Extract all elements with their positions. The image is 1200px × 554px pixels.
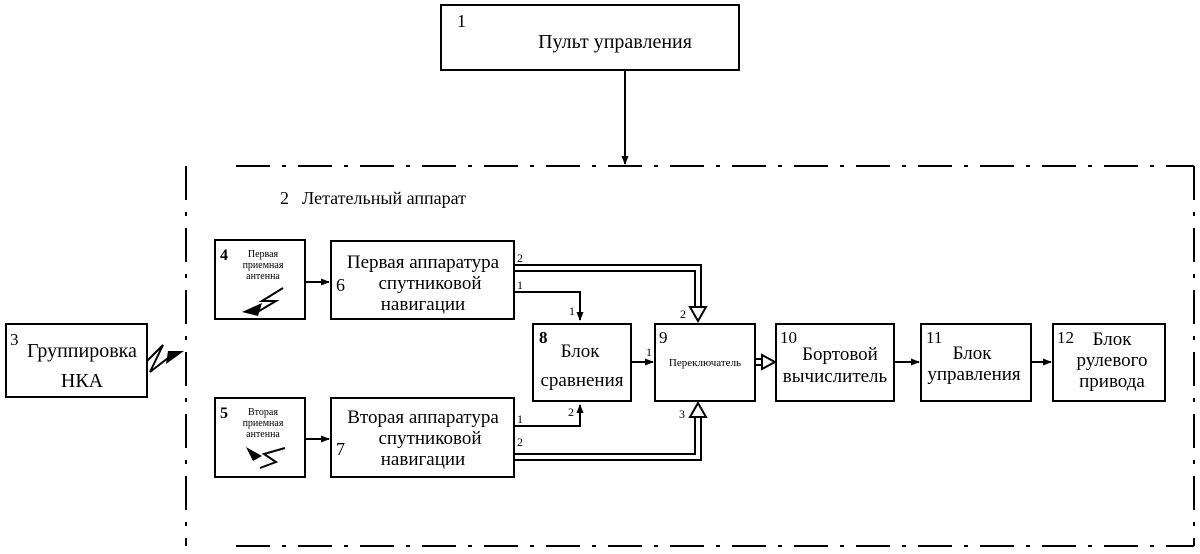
block-7-number: 7	[336, 439, 345, 459]
double-arrow-7-to-9	[514, 400, 708, 461]
block-9-switch: 9 Переключатель	[654, 323, 756, 402]
block-11-number: 11	[926, 328, 942, 347]
block-7-line-3: навигации	[381, 449, 465, 470]
block-5-line-1: Вторая	[248, 407, 278, 418]
antenna-1-arrow-icon	[242, 303, 262, 316]
radio-signal-arrow-icon	[166, 351, 184, 364]
block-5-line-2: приемная	[243, 418, 284, 429]
block-4-first-antenna: 4 Первая приемная антенна	[214, 239, 306, 320]
block-11-line-2: управления	[927, 364, 1021, 385]
block-6-first-navigation-equipment: Первая аппаратура спутниковой навигации …	[330, 240, 515, 320]
arrow-7-to-8	[514, 404, 584, 427]
block-6-line-2: спутниковой	[378, 273, 481, 294]
block-10-number: 10	[780, 328, 797, 347]
block-12-line-1: Блок	[1093, 329, 1133, 350]
radio-zigzag-icon	[146, 344, 169, 373]
block-5-line-3: антенна	[246, 429, 280, 440]
block-2-number: 2	[280, 188, 289, 208]
block-4-line-1: Первая	[248, 249, 279, 260]
double-arrow-6-to-9	[514, 264, 708, 324]
block-8-number: 8	[539, 328, 548, 347]
block-4-line-2: приемная	[243, 260, 284, 271]
block-10-line-2: вычислитель	[783, 366, 888, 387]
block-2-label: Летательный аппарат	[302, 188, 466, 208]
block-12-line-2: рулевого	[1077, 350, 1148, 371]
antenna-1-icon	[253, 287, 284, 315]
block-1-control-panel: 1 Пульт управления	[440, 4, 740, 71]
block-9-label: Переключатель	[669, 357, 741, 369]
block-4-number: 4	[220, 247, 228, 264]
block-3-line-1: Группировка	[27, 340, 137, 362]
port-6-out-1: 1	[517, 278, 523, 292]
block-5-number: 5	[220, 405, 228, 422]
block-7-second-navigation-equipment: Вторая аппаратура спутниковой навигации …	[330, 397, 515, 478]
port-9-in-3: 3	[679, 407, 685, 421]
port-6-out-2: 2	[517, 251, 523, 265]
port-9-in-2: 2	[680, 307, 686, 321]
port-7-out-1: 1	[517, 412, 523, 426]
block-10-onboard-computer: 10 Бортовой вычислитель	[775, 323, 895, 402]
block-7-line-2: спутниковой	[378, 428, 481, 449]
block-6-line-1: Первая аппаратура	[347, 252, 500, 273]
block-12-steering-drive-unit: 12 Блок рулевого привода	[1052, 323, 1166, 402]
block-7-line-1: Вторая аппаратура	[347, 407, 499, 428]
antenna-2-icon	[259, 447, 286, 469]
port-8-in-1: 1	[569, 304, 575, 318]
block-1-label: Пульт управления	[538, 31, 692, 53]
block-6-number: 6	[336, 275, 345, 295]
block-4-line-3: антенна	[246, 271, 280, 282]
block-2-aircraft-boundary	[185, 165, 1195, 547]
block-3-number: 3	[10, 330, 19, 349]
block-8-line-1: Блок	[561, 341, 601, 362]
block-3-satellite-constellation: 3 Группировка НКА	[5, 323, 148, 398]
block-10-line-1: Бортовой	[802, 344, 878, 365]
block-9-number: 9	[659, 328, 668, 347]
block-11-line-1: Блок	[953, 343, 993, 364]
port-8-in-2: 2	[568, 405, 574, 419]
block-11-control-unit: 11 Блок управления	[920, 323, 1032, 402]
block-8-line-2: сравнения	[540, 370, 623, 391]
arrow-6-to-8	[514, 291, 584, 321]
block-12-number: 12	[1057, 328, 1074, 347]
block-5-second-antenna: 5 Вторая приемная антенна	[214, 397, 306, 478]
block-8-comparison-unit: 8 Блок сравнения	[532, 323, 632, 402]
double-arrow-9-to-10	[755, 353, 778, 371]
block-6-line-3: навигации	[381, 294, 465, 315]
antenna-2-arrow-icon	[246, 447, 262, 461]
block-12-line-3: привода	[1079, 371, 1145, 392]
port-9-in-1: 1	[646, 345, 652, 359]
block-3-line-2: НКА	[61, 370, 104, 392]
block-1-number: 1	[457, 11, 466, 31]
port-7-out-2: 2	[517, 435, 523, 449]
